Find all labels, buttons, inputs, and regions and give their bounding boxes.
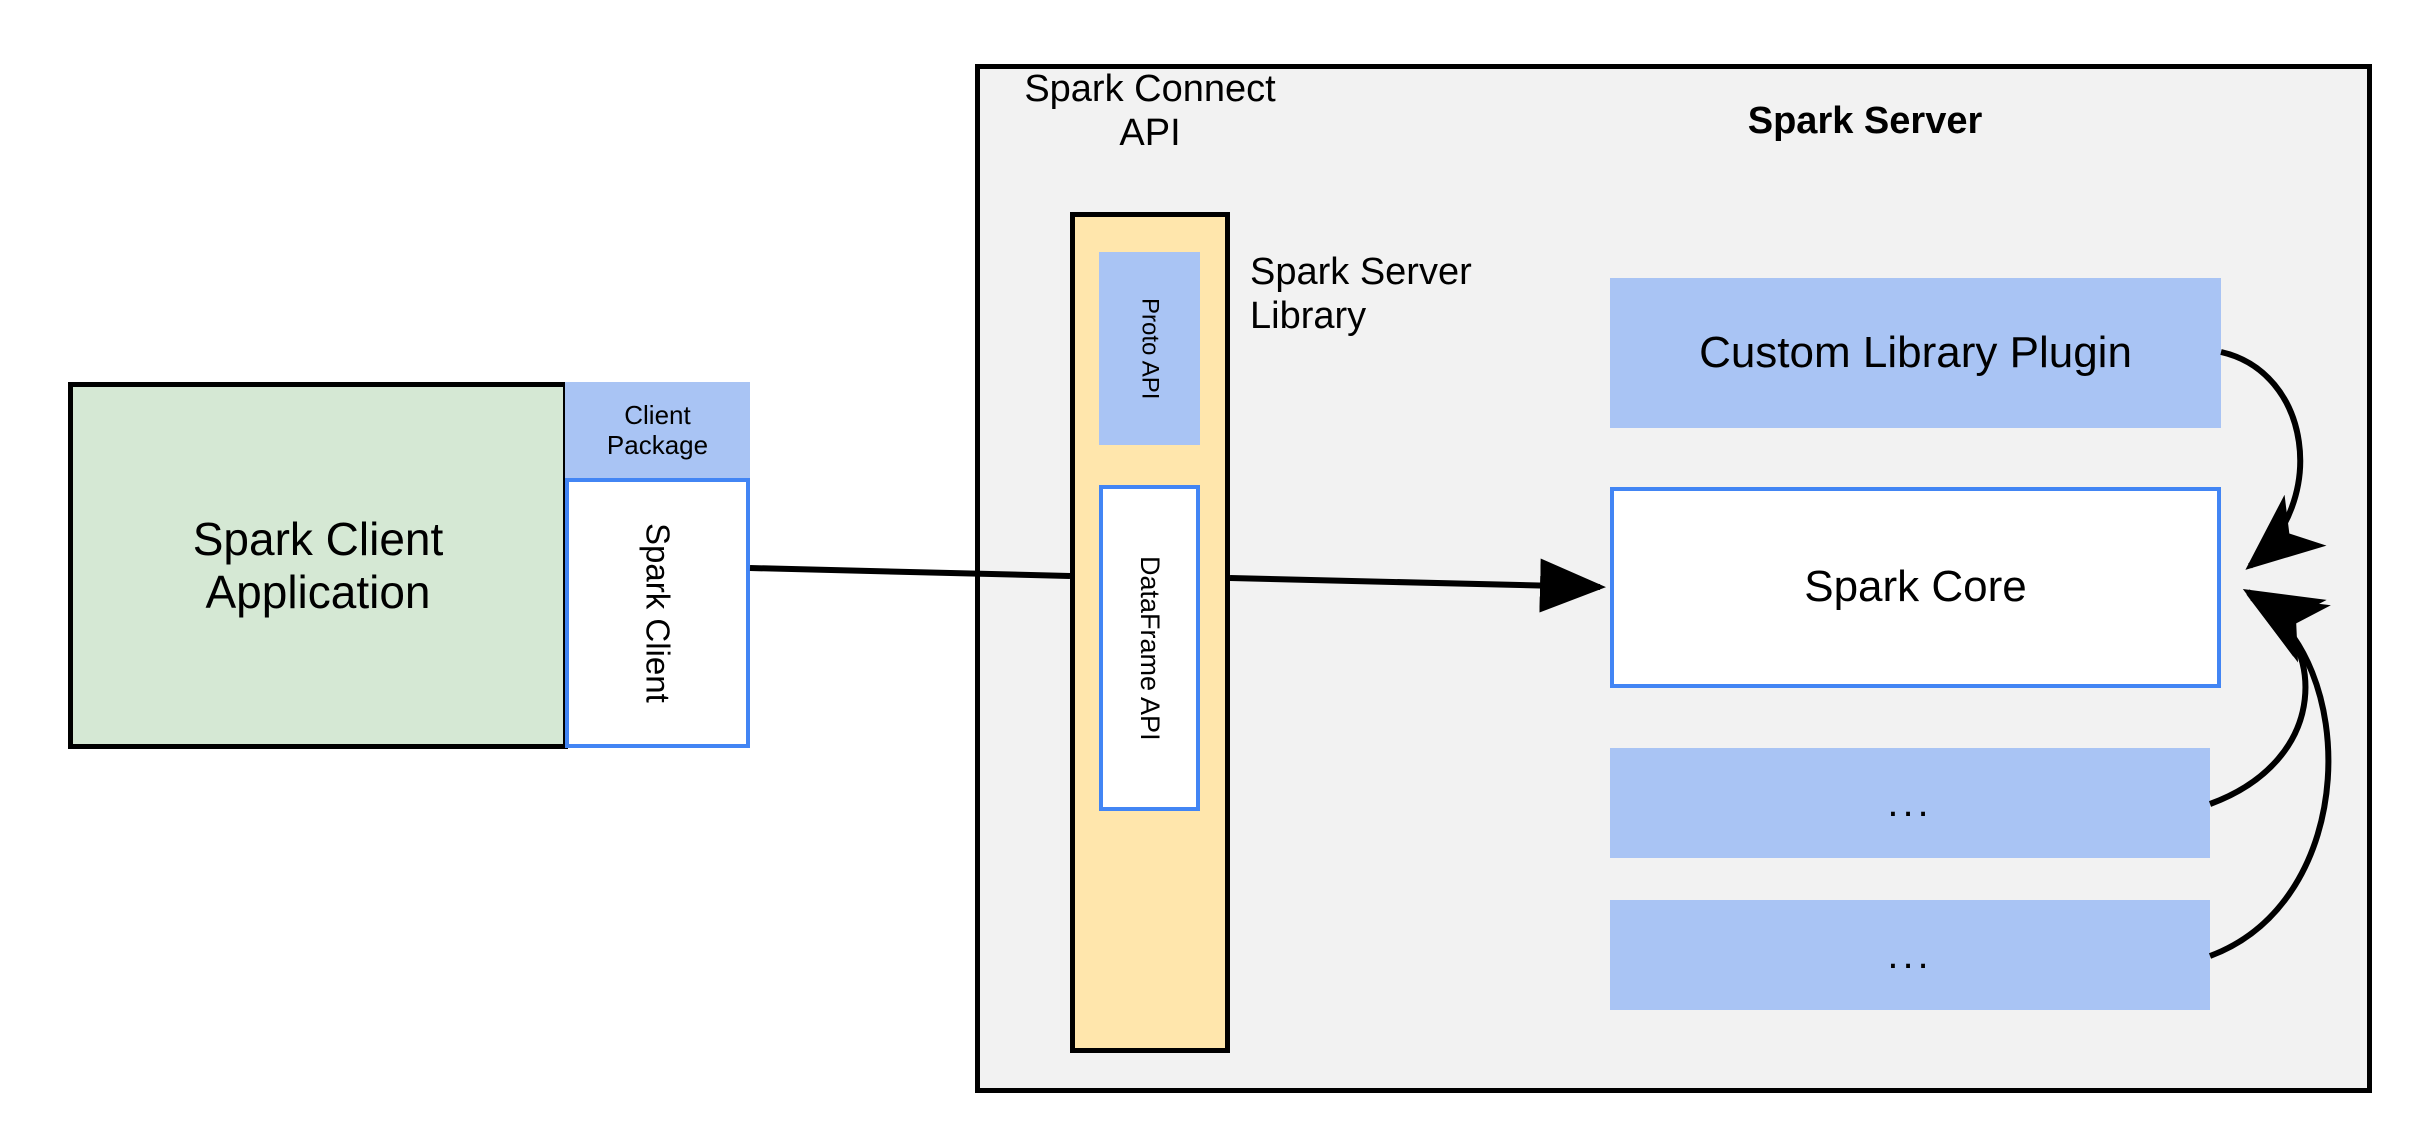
spark-connect-api-label-line2: API	[1119, 111, 1181, 154]
spark-connect-api-label-line1: Spark Connect	[1024, 67, 1276, 110]
spark-server-library-label-line2: Library	[1250, 295, 1367, 337]
spark-client-application-label-line2: Application	[205, 565, 431, 618]
spark-core-box[interactable]: Spark Core	[1610, 487, 2221, 688]
spark-server-title: Spark Server	[1747, 100, 1983, 143]
spark-client-application-label-line1: Spark Client	[192, 512, 444, 565]
spark-client-label: Spark Client	[639, 523, 677, 703]
additional-component-label-2: ...	[1887, 933, 1933, 977]
dataframe-api-label: DataFrame API	[1135, 555, 1166, 741]
custom-library-plugin-label: Custom Library Plugin	[1699, 327, 2132, 377]
client-package-label-line1: Client	[624, 399, 691, 430]
additional-component-box-1[interactable]: ...	[1610, 748, 2210, 858]
additional-component-box-2[interactable]: ...	[1610, 900, 2210, 1010]
dataframe-api-box[interactable]: DataFrame API	[1099, 485, 1200, 811]
spark-core-label: Spark Core	[1804, 562, 2027, 612]
spark-server-library-label: Spark Server Library	[1250, 245, 1530, 345]
custom-library-plugin-box[interactable]: Custom Library Plugin	[1610, 278, 2221, 428]
spark-connect-api-label: Spark Connect API	[1005, 64, 1295, 159]
client-package-box[interactable]: Client Package	[565, 382, 750, 479]
proto-api-box[interactable]: Proto API	[1099, 252, 1200, 445]
proto-api-label: Proto API	[1136, 297, 1164, 400]
client-package-label-line2: Package	[606, 429, 709, 460]
additional-component-label-1: ...	[1887, 781, 1933, 825]
spark-client-box[interactable]: Spark Client	[565, 478, 750, 748]
spark-client-application-box[interactable]: Spark Client Application	[68, 382, 568, 749]
spark-server-library-label-line1: Spark Server	[1250, 251, 1472, 294]
